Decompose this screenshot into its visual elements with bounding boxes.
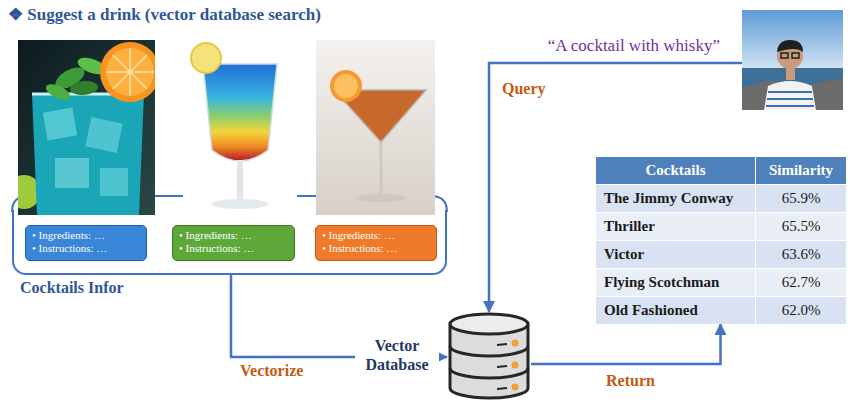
edge-label: Query xyxy=(500,80,548,98)
table-cell: Flying Scotchman xyxy=(596,269,755,296)
user-node: “A cocktail with whisky” xyxy=(742,10,843,110)
group-node: Cocktails Infor• Ingredients: …• Instruc… xyxy=(12,210,447,275)
table-cell: The Jimmy Conway xyxy=(596,185,755,212)
edge-label-holder: Query xyxy=(500,80,548,98)
table-cell: Old Fashioned xyxy=(596,297,755,324)
table-cell: 62.7% xyxy=(756,269,846,296)
database-label: Vector Database xyxy=(355,336,439,374)
info-node: • Ingredients: …• Instructions: … xyxy=(172,225,295,261)
connector-arrow xyxy=(531,324,721,364)
info-node: • Ingredients: …• Instructions: … xyxy=(25,225,147,261)
table-cell: 65.9% xyxy=(756,185,846,212)
info-line: • Ingredients: … xyxy=(179,229,252,242)
edge-label-holder: Return xyxy=(604,372,657,390)
table-cell: 62.0% xyxy=(756,297,846,324)
info-line: • Ingredients: … xyxy=(32,229,105,242)
group-label: Cocktails Infor xyxy=(20,279,124,297)
diagram-title: ❖ Suggest a drink (vector database searc… xyxy=(8,4,321,25)
info-line: • Ingredients: … xyxy=(322,229,395,242)
edge-label-holder: Vectorize xyxy=(238,362,305,380)
database-label-holder: Vector Database xyxy=(355,336,439,374)
database-cylinder xyxy=(447,312,531,400)
edge-label: Vectorize xyxy=(238,362,305,380)
db-node: Vector Database xyxy=(447,312,531,400)
table-cell: 65.5% xyxy=(756,213,846,240)
result-table: CocktailsSimilarityThe Jimmy Conway65.9%… xyxy=(596,157,845,324)
query-text-holder: “A cocktail with whisky” xyxy=(548,36,720,56)
info-line: • Instructions: … xyxy=(322,242,397,255)
table-header: Similarity xyxy=(756,157,846,184)
diagram-title-holder: ❖ Suggest a drink (vector database searc… xyxy=(8,4,321,25)
info-line: • Instructions: … xyxy=(179,242,254,255)
table-node: CocktailsSimilarityThe Jimmy Conway65.9%… xyxy=(596,157,845,324)
group-label-holder: Cocktails Infor xyxy=(20,279,124,297)
info-node: • Ingredients: …• Instructions: … xyxy=(315,225,437,261)
edge-label: Return xyxy=(604,372,657,390)
table-cell: Thriller xyxy=(596,213,755,240)
info-line: • Instructions: … xyxy=(32,242,107,255)
table-cell: 63.6% xyxy=(756,241,846,268)
user-photo xyxy=(742,10,843,110)
cocktail-photo xyxy=(316,40,435,215)
table-header: Cocktails xyxy=(596,157,755,184)
cocktail-photo xyxy=(183,40,297,215)
table-cell: Victor xyxy=(596,241,755,268)
cocktail-photo xyxy=(18,40,155,215)
query-text: “A cocktail with whisky” xyxy=(548,36,720,56)
